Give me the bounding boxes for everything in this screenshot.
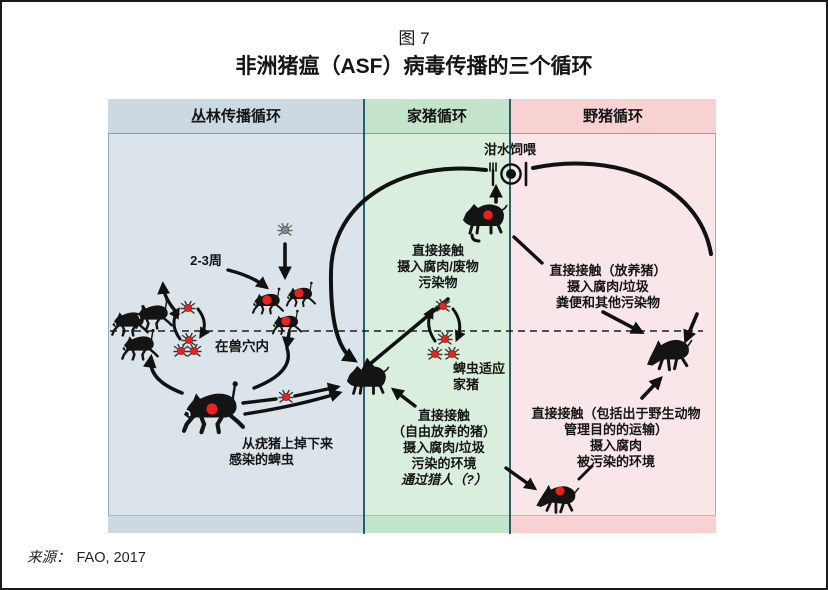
label-weeks: 2-3周 (190, 253, 222, 268)
label-free-range: 直接接触 （自由放养的猪） 摄入腐肉/垃圾 污染的环境 通过猎人（?） (391, 408, 497, 487)
infection-dot (262, 295, 272, 305)
arrow-burrow-cycle-right (196, 307, 211, 339)
infection-dot (294, 288, 304, 298)
label-burrow: 在兽穴内 (215, 339, 269, 354)
infection-dot (206, 403, 218, 415)
infection-dot (555, 486, 565, 496)
column-footer-sylvatic (108, 515, 364, 533)
column-header-sylvatic: 丛林传播循环 (108, 99, 364, 134)
arrow-burrow-cycle-left (168, 307, 182, 341)
column-header-wild: 野猪循环 (510, 99, 716, 134)
arrow-warthog-to-pig-lower (243, 389, 343, 416)
arrow-wildtext-to-boar (601, 310, 645, 334)
column-header-domestic: 家猪循环 (364, 99, 510, 134)
arrow-swill-to-freerange-pig (328, 166, 488, 363)
tick-icon (277, 222, 293, 236)
tick-icon (173, 343, 189, 357)
wild-boar-icon (645, 338, 694, 372)
column-wild: 野猪循环 (510, 99, 716, 534)
column-divider-2 (509, 99, 511, 534)
label-swill: 泔水饲喂 (483, 142, 537, 157)
line-drop-to-bigwarthog (252, 346, 290, 390)
arrow-domestic-cycle-right (451, 307, 466, 343)
figure-number: 图 7 (398, 29, 430, 48)
column-domestic: 家猪循环 (364, 99, 510, 534)
line-pig-to-wild-text (512, 235, 544, 265)
tick-icon (437, 331, 453, 345)
arrow-contact-to-pig-diagonal (360, 297, 450, 372)
arc-swill-to-wild (531, 161, 713, 256)
column-body-domestic (364, 134, 510, 515)
line-lowerboar-to-text (577, 464, 594, 481)
arrow-text-to-pig (390, 387, 417, 408)
arrows (142, 161, 713, 491)
label-tick-drop: 从疣猪上掉下来 感染的蜱虫 (229, 436, 334, 467)
arrow-lowerboar-to-boar (640, 376, 663, 400)
source-text: FAO, 2017 (76, 550, 146, 566)
label-wild-transport: 直接接触（包括出于野生动物 管理目的的运输） 摄入腐肉 被污染的环境 (531, 406, 701, 469)
source-prefix: 来源： (27, 550, 71, 566)
tick-icon (181, 332, 197, 346)
warthog-icon (121, 327, 159, 361)
label-wild-contact: 直接接触（放养猪） 摄入腐肉/垃圾 粪便和其他污染物 (549, 263, 667, 310)
source-note: 来源： FAO, 2017 (27, 546, 146, 567)
arrow-weeks-curve (226, 268, 270, 290)
column-body-sylvatic (108, 134, 364, 515)
swill-plate-icon (489, 161, 528, 187)
arrow-bigwarthog-to-group (142, 353, 184, 395)
tick-icon (278, 389, 294, 403)
tick-icon (427, 346, 443, 360)
pig-icon (345, 364, 391, 395)
tick-icon (444, 346, 460, 360)
label-tick-adapt: 蜱虫适应 家猪 (453, 361, 506, 392)
column-sylvatic: 丛林传播循环 (108, 99, 364, 534)
arrow-mid-to-lowerboar (504, 466, 538, 491)
arrow-to-boar-top (683, 312, 699, 344)
tick-icon (180, 300, 196, 314)
infection-dot (483, 210, 493, 220)
tick-icon (186, 343, 202, 357)
label-domestic-contact: 直接接触 摄入腐肉/废物 污染物 (397, 243, 479, 290)
column-footer-wild (510, 515, 716, 533)
arrow-warthog-to-pig-upper (293, 382, 341, 398)
pig-dropping-mark (470, 233, 481, 243)
column-divider-1 (363, 99, 365, 534)
column-footer-domestic (364, 515, 510, 533)
line-warthog-to-pig-upper (241, 397, 278, 405)
arrow-warthog-drop (281, 331, 295, 350)
infection-dot (281, 316, 291, 326)
figure-title: 非洲猪瘟（ASF）病毒传播的三个循环 (235, 55, 593, 78)
